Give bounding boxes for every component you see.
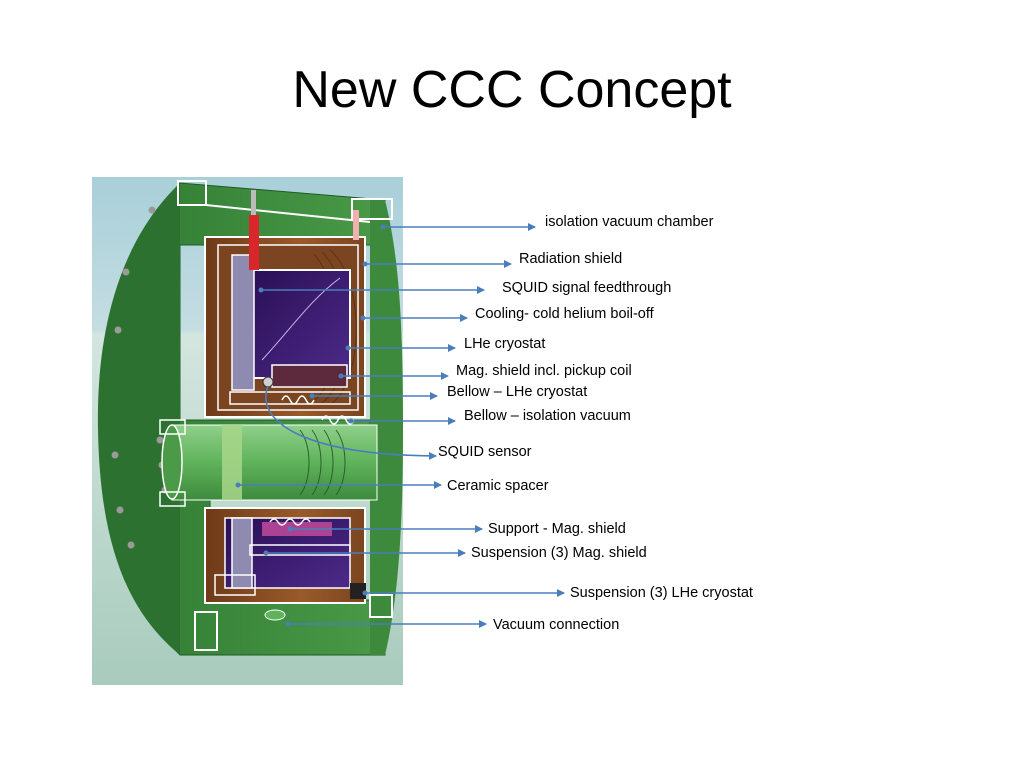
label-suspension-mag-shield: Suspension (3) Mag. shield	[471, 545, 647, 561]
isolation-vacuum-chamber-body	[97, 180, 403, 656]
label-bellow-isolation: Bellow – isolation vacuum	[464, 408, 631, 424]
label-cooling: Cooling- cold helium boil-off	[475, 306, 654, 322]
lower-cryostat-section	[204, 507, 366, 621]
label-lhe-cryostat: LHe cryostat	[464, 336, 546, 352]
callout-arrows	[238, 223, 565, 628]
label-vacuum-connection: Vacuum connection	[493, 617, 620, 633]
arrow-squid-sensor	[265, 385, 437, 460]
ceramic-spacer-body	[159, 419, 378, 507]
label-ceramic-spacer: Ceramic spacer	[447, 478, 549, 494]
label-suspension-lhe: Suspension (3) LHe cryostat	[570, 585, 753, 601]
arrow-origin-dots	[235, 224, 386, 627]
slide-title: New CCC Concept	[292, 61, 732, 119]
label-squid-sensor: SQUID sensor	[438, 444, 532, 460]
label-isolation-vacuum-chamber: isolation vacuum chamber	[545, 214, 714, 230]
label-support-mag-shield: Support - Mag. shield	[488, 521, 626, 537]
label-mag-shield: Mag. shield incl. pickup coil	[456, 363, 632, 379]
label-bellow-lhe: Bellow – LHe cryostat	[447, 384, 588, 400]
label-squid-signal-feedthrough: SQUID signal feedthrough	[502, 280, 672, 296]
label-radiation-shield: Radiation shield	[519, 251, 623, 267]
upper-cryostat-section	[204, 190, 366, 425]
